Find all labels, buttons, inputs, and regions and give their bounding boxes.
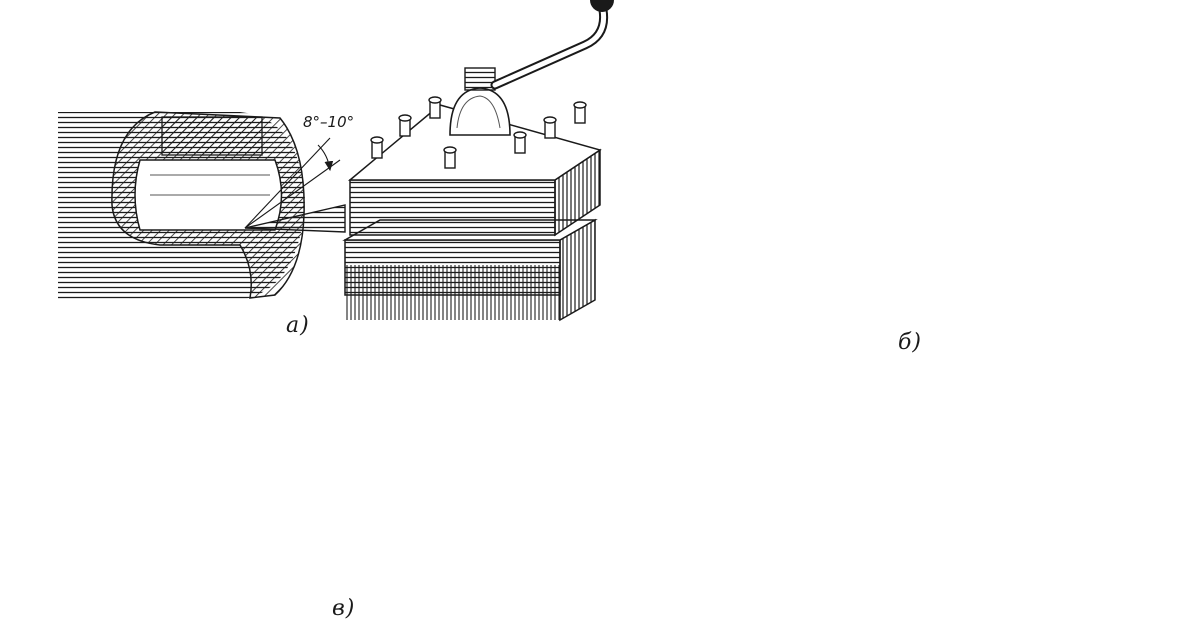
angle-label: 8°–10° [303, 113, 355, 131]
caption-b: б) [898, 330, 923, 355]
caption-c: в) [332, 596, 356, 621]
boring-tool-a [244, 204, 346, 233]
panel-a [58, 0, 614, 320]
caption-a: а) [286, 313, 310, 338]
